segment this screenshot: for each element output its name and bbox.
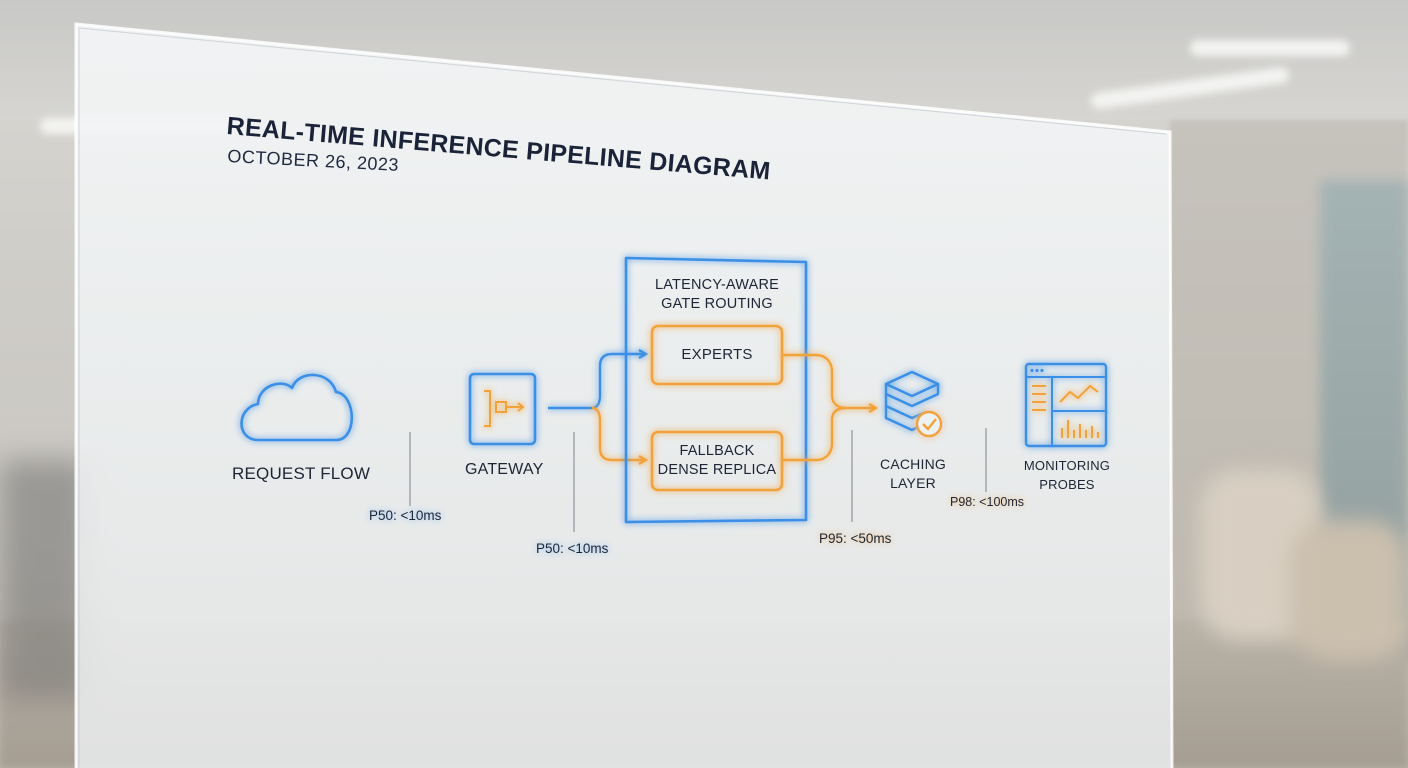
cloud-icon <box>240 373 354 442</box>
routing-label: LATENCY-AWARE GATE ROUTING <box>650 276 784 314</box>
metric-cache-to-monitoring: P98: <100ms <box>950 495 1025 509</box>
routing-label-line1: LATENCY-AWARE <box>655 277 779 293</box>
monitoring-label-line2: PROBES <box>1039 477 1095 492</box>
dashboard-icon <box>1024 362 1108 448</box>
routing-container <box>624 256 808 524</box>
metric-routing-to-cache: P95: <50ms <box>819 531 892 546</box>
experts-label: EXPERTS <box>681 346 753 363</box>
fallback-label-line2: DENSE REPLICA <box>657 462 777 478</box>
monitoring-label-line1: MONITORING <box>1023 458 1111 473</box>
routing-label-line2: GATE ROUTING <box>661 296 773 312</box>
metric-gateway-to-routing: P50: <10ms <box>536 541 609 556</box>
gateway-icon <box>468 372 537 446</box>
chair <box>1290 520 1408 660</box>
check-badge-icon <box>915 410 943 438</box>
database-check-icon <box>884 370 940 432</box>
request-flow-label: REQUEST FLOW <box>232 464 371 483</box>
arrow-routing-to-cache <box>782 353 875 462</box>
dashboard-detail <box>1032 384 1099 438</box>
ceiling-light <box>1190 40 1350 56</box>
fallback-label-line1: FALLBACK <box>679 443 755 459</box>
monitoring-label: MONITORING PROBES <box>1020 456 1114 494</box>
fallback-label: FALLBACK DENSE REPLICA <box>652 442 782 480</box>
metric-request-to-gateway: P50: <10ms <box>369 508 442 523</box>
caching-label-line1: CACHING <box>880 456 946 472</box>
caching-label: CACHING LAYER <box>872 455 954 493</box>
arrow-gateway-to-routing <box>548 354 645 410</box>
gateway-label: GATEWAY <box>465 461 544 478</box>
caching-label-line2: LAYER <box>890 475 936 491</box>
arrow-gateway-to-fallback <box>591 406 645 460</box>
